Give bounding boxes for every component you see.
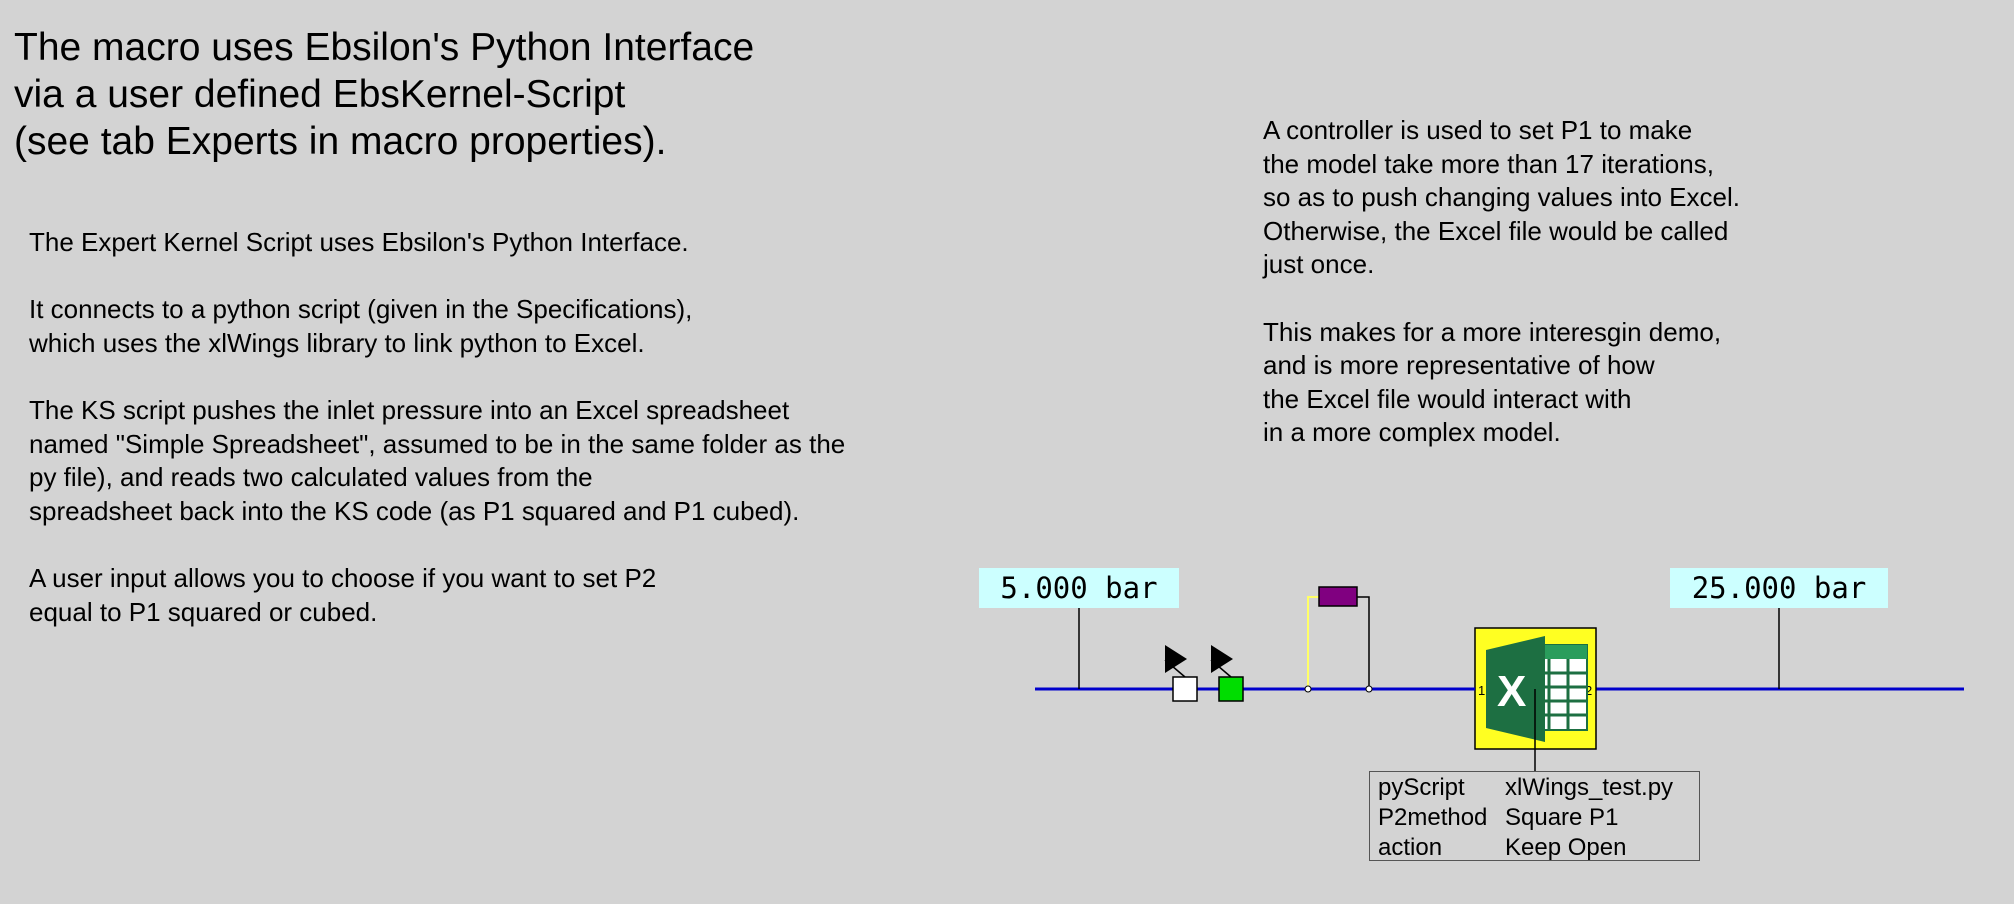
- property-row: pyScript xlWings_test.py: [1378, 773, 1699, 803]
- outlet-pressure-value[interactable]: 25.000 bar: [1670, 568, 1888, 608]
- port-out-label: 2: [1585, 683, 1592, 698]
- property-value: Keep Open: [1505, 834, 1627, 861]
- macro-properties-table[interactable]: pyScript xlWings_test.py P2method Square…: [1369, 771, 1700, 861]
- property-key: action: [1378, 834, 1443, 861]
- property-value: Square P1: [1505, 804, 1619, 831]
- flag-icon: [1211, 645, 1233, 673]
- controller-node-in: [1304, 685, 1312, 693]
- port-in-label: 1: [1478, 683, 1485, 698]
- controller-feedback-line: [1357, 596, 1370, 689]
- flag-icon: [1165, 645, 1187, 673]
- controller-signal-line: [1307, 596, 1320, 689]
- excel-icon: X: [1486, 636, 1588, 742]
- description-right: A controller is used to set P1 to make t…: [1263, 115, 1740, 448]
- start-value-block[interactable]: [1218, 676, 1244, 702]
- property-row: action Keep Open: [1378, 833, 1699, 863]
- inlet-pressure-value[interactable]: 5.000 bar: [979, 568, 1179, 608]
- property-row: P2method Square P1: [1378, 803, 1699, 833]
- description-left: The Expert Kernel Script uses Ebsilon's …: [29, 227, 846, 627]
- controller-node-out: [1365, 685, 1373, 693]
- controller-block[interactable]: [1318, 586, 1358, 607]
- property-value: xlWings_test.py: [1505, 774, 1674, 801]
- measuring-point[interactable]: [1172, 676, 1198, 702]
- property-key: pyScript: [1378, 774, 1465, 801]
- property-key: P2method: [1378, 804, 1488, 831]
- excel-letter: X: [1497, 667, 1526, 716]
- page-heading: The macro uses Ebsilon's Python Interfac…: [14, 26, 755, 163]
